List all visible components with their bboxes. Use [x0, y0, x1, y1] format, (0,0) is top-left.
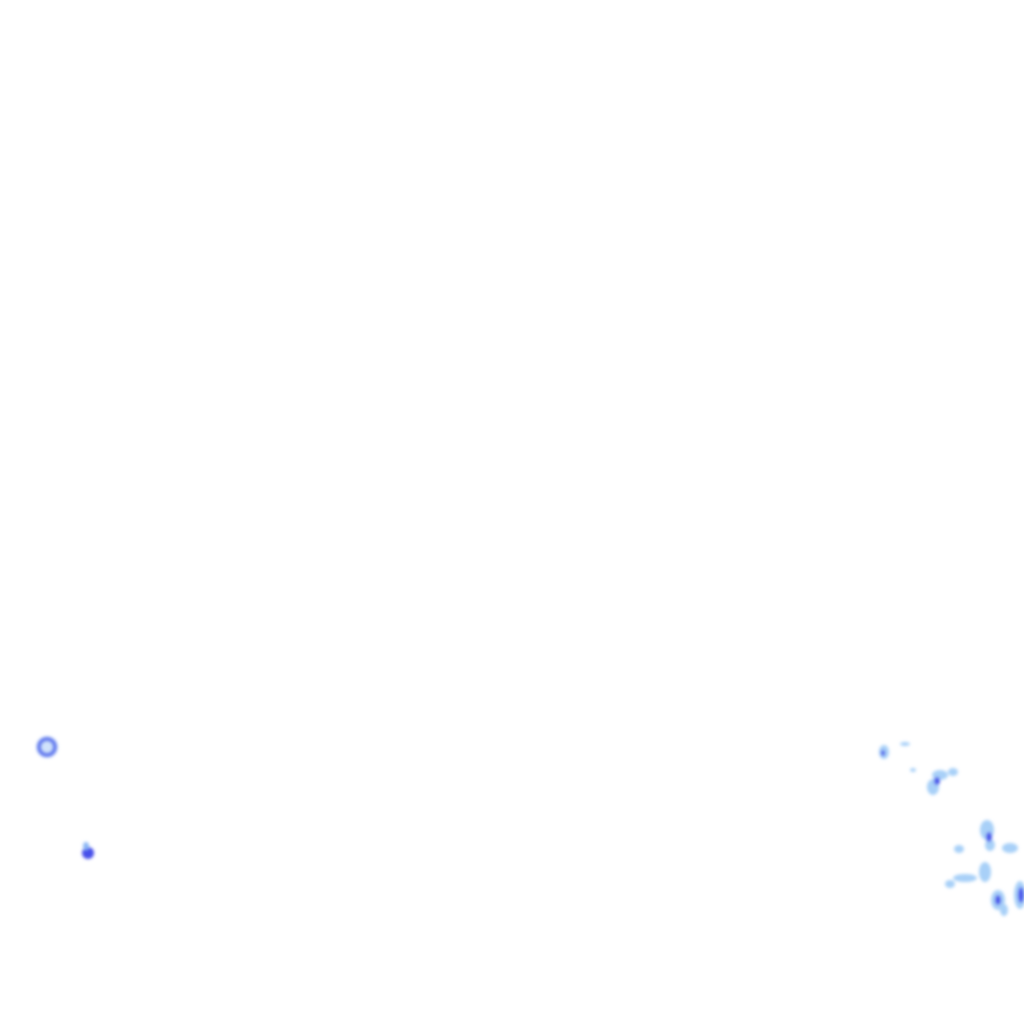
echo-cell-west-ring [36, 736, 58, 758]
echo-cluster-east [879, 742, 1024, 916]
echo-cell-west-small [82, 842, 94, 859]
echo-cluster-east-core [881, 750, 1024, 905]
